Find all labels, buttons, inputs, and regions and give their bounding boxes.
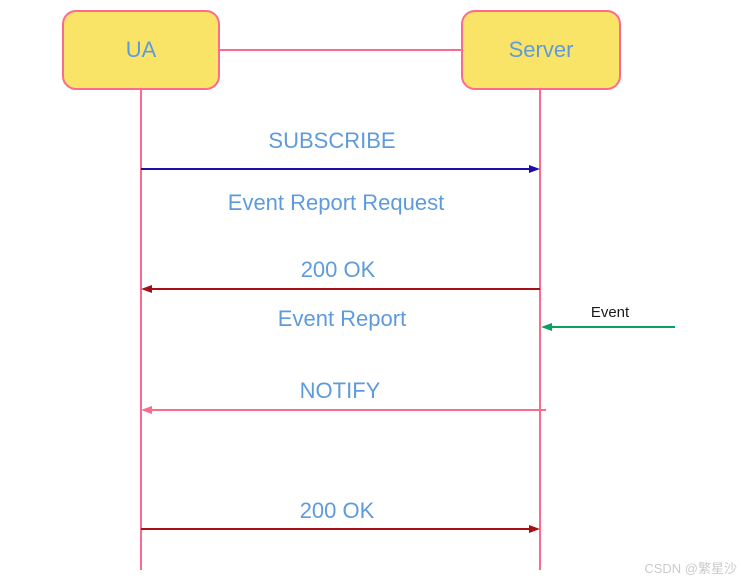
actor-ua-label: UA [125,37,157,62]
csdn-watermark: CSDN @繁星沙 [644,561,737,576]
actor-server-label: Server [508,37,574,62]
subscribe-arrowhead-right-icon [529,165,540,173]
message-label-event-report: Event Report [277,306,407,331]
notify-arrow-line [152,409,546,411]
lifeline-server [539,90,541,570]
actor-connector-line [220,49,461,51]
message-label-200ok-2: 200 OK [299,498,375,523]
200ok-2-arrow-line [141,528,529,530]
actor-box-ua: UA [62,10,220,90]
external-event-arrowhead-left-icon [541,323,552,331]
external-event-arrow-line [552,326,675,328]
notify-arrowhead-left-icon [141,406,152,414]
message-label-event-report-request: Event Report Request [227,190,445,215]
200ok-1-arrow-line [152,288,540,290]
external-event-label: Event [590,304,630,321]
200ok-2-arrowhead-right-icon [529,525,540,533]
subscribe-arrow-line [141,168,530,170]
message-label-subscribe: SUBSCRIBE [268,128,396,153]
lifeline-ua [140,90,142,570]
actor-box-server: Server [461,10,621,90]
message-label-200ok-1: 200 OK [300,257,376,282]
200ok-1-arrowhead-left-icon [141,285,152,293]
message-label-notify: NOTIFY [299,378,381,403]
